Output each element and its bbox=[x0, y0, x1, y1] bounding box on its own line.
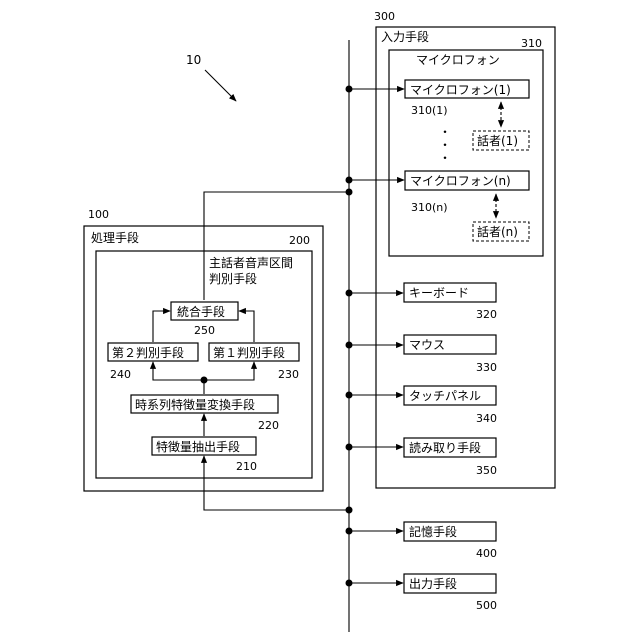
output-ref: 500 bbox=[476, 599, 497, 612]
ellipsis-dot: ・ bbox=[439, 151, 451, 165]
main-speaker-detector-label-line2: 判別手段 bbox=[209, 271, 257, 286]
input-means-label: 入力手段 bbox=[381, 29, 429, 44]
system-ref-arrow bbox=[205, 70, 236, 101]
feature-extraction-ref: 210 bbox=[236, 460, 257, 473]
ellipsis-dot: ・ bbox=[439, 138, 451, 152]
processing-label: 処理手段 bbox=[91, 230, 139, 245]
touch-panel-label: タッチパネル bbox=[409, 389, 481, 403]
first-discriminator-label: 第１判別手段 bbox=[213, 345, 285, 360]
integration-label: 統合手段 bbox=[177, 304, 225, 319]
second-discriminator-label: 第２判別手段 bbox=[112, 345, 184, 360]
mouse-label: マウス bbox=[409, 338, 445, 352]
microphone-1-label: マイクロフォン(1) bbox=[410, 83, 511, 97]
touch-panel-ref: 340 bbox=[476, 412, 497, 425]
reader-ref: 350 bbox=[476, 464, 497, 477]
output-label: 出力手段 bbox=[409, 576, 457, 591]
main-speaker-detector-ref: 200 bbox=[289, 234, 310, 247]
system-ref-label: 10 bbox=[186, 53, 201, 67]
input-means-ref: 300 bbox=[374, 10, 395, 23]
ellipsis-dot: ・ bbox=[439, 125, 451, 139]
microphone-1-ref: 310(1) bbox=[411, 104, 448, 117]
mouse-ref: 330 bbox=[476, 361, 497, 374]
microphone-group-label: マイクロフォン bbox=[416, 53, 500, 67]
timeseries-transform-label: 時系列特徴量変換手段 bbox=[135, 397, 255, 412]
main-speaker-detector-label-line1: 主話者音声区間 bbox=[209, 255, 293, 270]
processing-ref: 100 bbox=[88, 208, 109, 221]
keyboard-label: キーボード bbox=[409, 286, 469, 300]
microphone-n-label: マイクロフォン(n) bbox=[410, 174, 511, 188]
microphone-n-ref: 310(n) bbox=[411, 201, 448, 214]
speaker-n-label: 話者(n) bbox=[477, 224, 518, 239]
storage-ref: 400 bbox=[476, 547, 497, 560]
timeseries-transform-ref: 220 bbox=[258, 419, 279, 432]
first-discriminator-ref: 230 bbox=[278, 368, 299, 381]
keyboard-ref: 320 bbox=[476, 308, 497, 321]
reader-label: 読み取り手段 bbox=[409, 440, 481, 455]
feature-extraction-label: 特徴量抽出手段 bbox=[156, 439, 240, 454]
integration-ref: 250 bbox=[194, 324, 215, 337]
microphone-group-ref: 310 bbox=[521, 37, 542, 50]
speaker-1-label: 話者(1) bbox=[477, 133, 518, 148]
storage-label: 記憶手段 bbox=[409, 524, 457, 539]
second-discriminator-ref: 240 bbox=[110, 368, 131, 381]
